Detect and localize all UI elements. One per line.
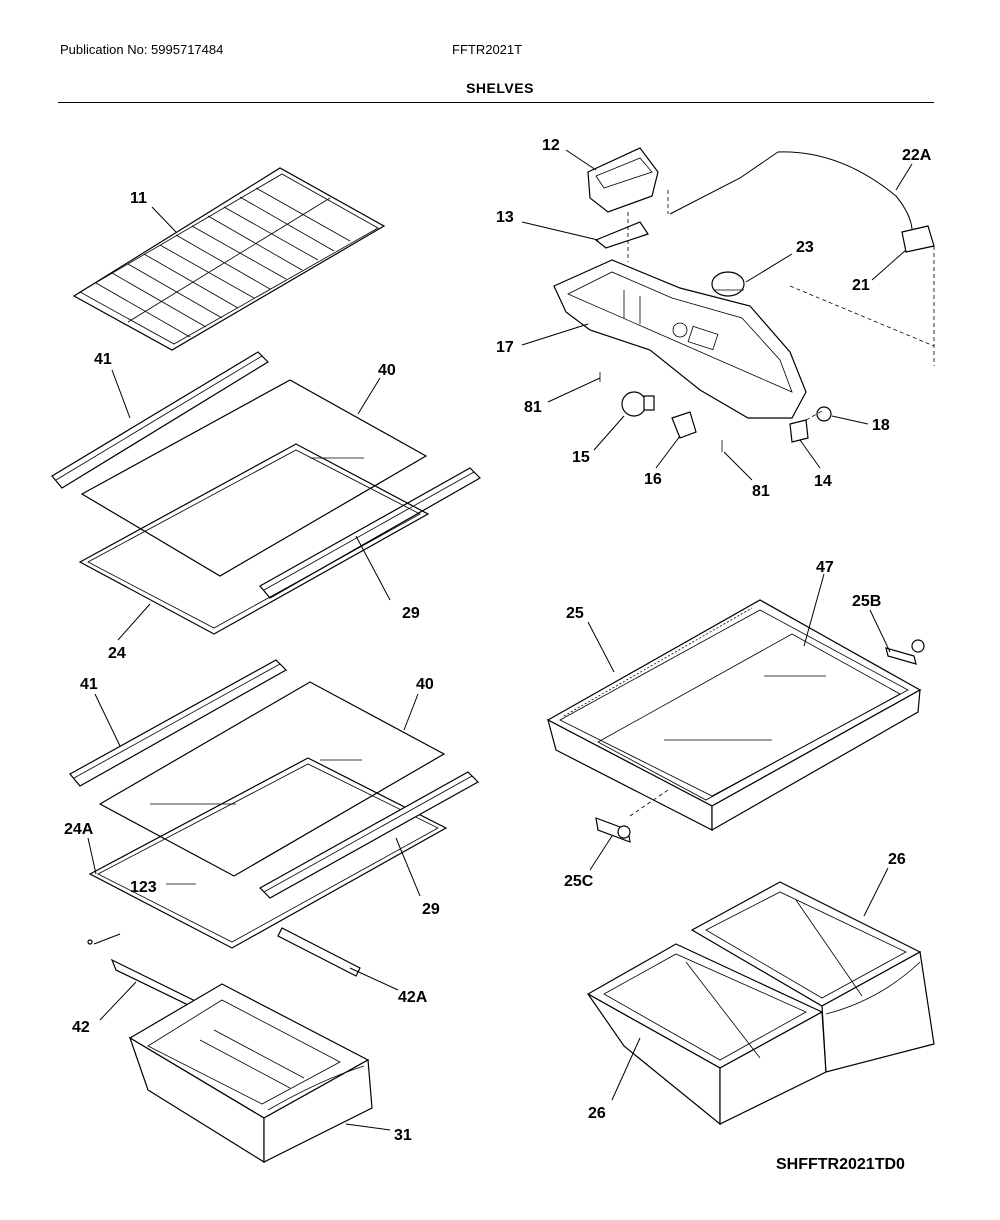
callout-40-lower: 40 [416, 676, 434, 693]
wire-shelf-11 [72, 167, 386, 351]
callout-41: 41 [94, 351, 112, 368]
callout-17: 17 [496, 339, 514, 356]
crisper-drawers-26 [586, 881, 935, 1126]
callout-25: 25 [566, 605, 584, 622]
callout-123: 123 [130, 879, 157, 896]
callout-25B: 25B [852, 593, 881, 610]
callout-41-lower: 41 [80, 676, 98, 693]
callout-42A: 42A [398, 989, 428, 1006]
diagram-code: SHFFTR2021TD0 [776, 1156, 905, 1173]
callout-31: 31 [394, 1127, 412, 1144]
control-housing-assembly [553, 147, 935, 452]
callout-29: 29 [402, 605, 420, 622]
callout-42: 42 [72, 1019, 90, 1036]
callout-21: 21 [852, 277, 870, 294]
callout-81-second: 81 [752, 483, 770, 500]
callout-16: 16 [644, 471, 662, 488]
deli-drawer-assembly [546, 599, 925, 843]
model-number: FFTR2021T [452, 42, 523, 57]
callout-23: 23 [796, 239, 814, 256]
callout-labels: 11 41 40 29 24 41 40 24A 123 29 42A 42 3… [64, 137, 932, 1144]
header-divider [58, 102, 934, 103]
callout-15: 15 [572, 449, 590, 466]
callout-13: 13 [496, 209, 514, 226]
callout-24: 24 [108, 645, 126, 662]
publication-number: Publication No: 5995717484 [60, 42, 224, 57]
callout-29-lower: 29 [422, 901, 440, 918]
callout-24A: 24A [64, 821, 94, 838]
upper-shelf-assembly [51, 351, 481, 635]
callout-14: 14 [814, 473, 832, 490]
callout-81: 81 [524, 399, 542, 416]
callout-40: 40 [378, 362, 396, 379]
callout-47: 47 [816, 559, 834, 576]
leader-lines [87, 149, 913, 1131]
lower-shelf-assembly [69, 659, 479, 1164]
callout-22A: 22A [902, 147, 932, 164]
callout-12: 12 [542, 137, 560, 154]
page-title: SHELVES [466, 80, 534, 96]
callout-26-left: 26 [588, 1105, 606, 1122]
callout-18: 18 [872, 417, 890, 434]
callout-26: 26 [888, 851, 906, 868]
callout-25C: 25C [564, 873, 594, 890]
callout-11: 11 [130, 190, 147, 207]
